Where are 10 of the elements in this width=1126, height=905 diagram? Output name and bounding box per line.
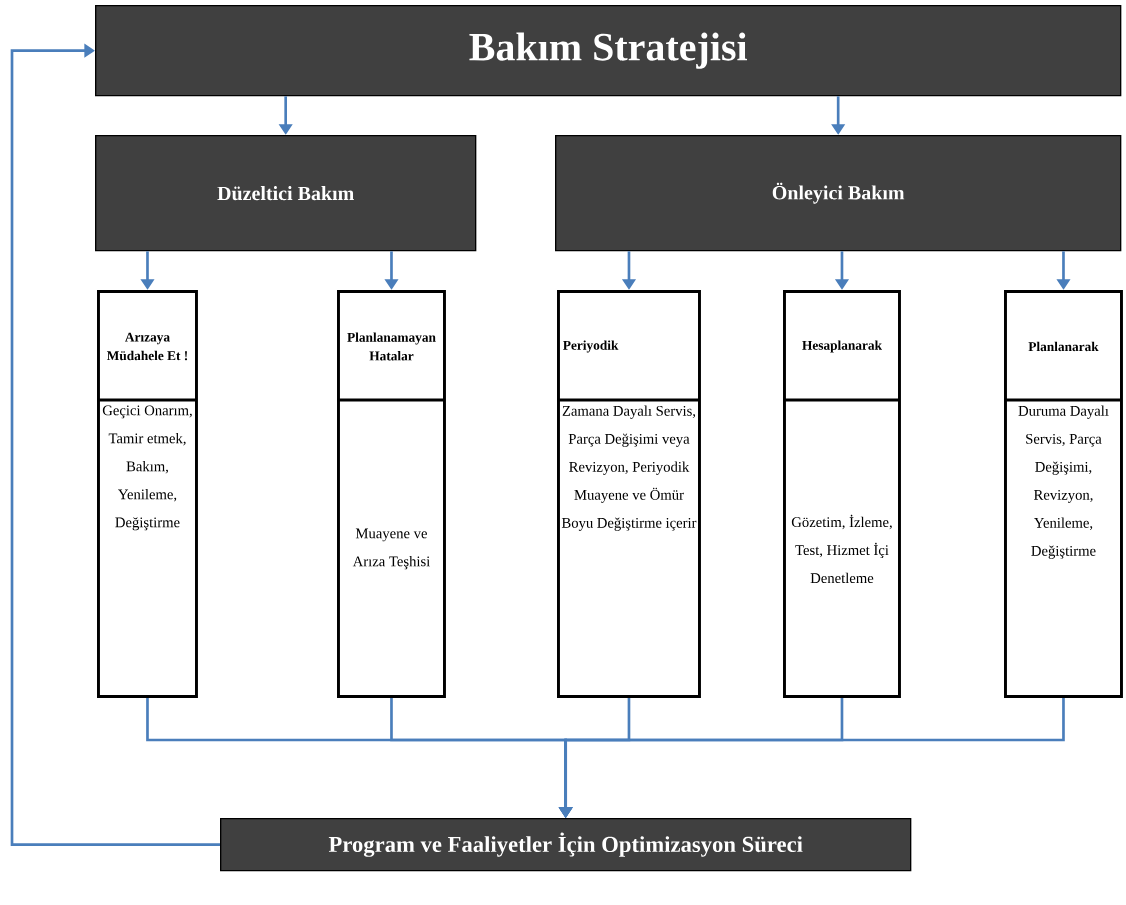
column-box: Planlanarak Duruma Dayalı Servis, Parça Değişimi, Revizyon, Yenileme, Değiştirme xyxy=(1004,290,1123,698)
category-box: Düzeltici Bakım xyxy=(95,135,477,252)
category-box: Önleyici Bakım xyxy=(555,135,1122,252)
process-box: Program ve Faaliyetler İçin Optimizasyon Süreci xyxy=(220,818,912,872)
column-box: Planlanamayan Hatalar Muayene ve Arıza Teşhisi xyxy=(337,290,446,698)
column-box: Hesaplanarak Gözetim, İzleme, Test, Hizmet İçi Denetleme xyxy=(783,290,901,698)
column-box: Arızaya Müdahele Et ! Geçici Onarım, Tamir etmek, Bakım, Yenileme, Değiştirme xyxy=(97,290,198,698)
title-box: Bakım Stratejisi xyxy=(95,5,1122,97)
arrow xyxy=(10,43,220,846)
column-box: Periyodik Zamana Dayalı Servis, Parça Değişimi veya Revizyon, Periyodik Muayene ve Ömür Boyu Değiştirme içerir xyxy=(557,290,701,698)
